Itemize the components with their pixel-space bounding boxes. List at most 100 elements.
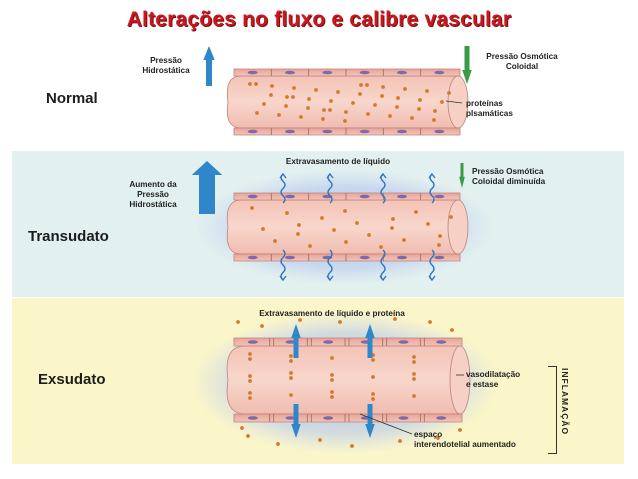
endothelial-nucleus [359,70,370,75]
normal-hydrostatic-label: Pressão Hidrostática [134,56,198,76]
plasma-protein [344,110,348,114]
plasma-protein [410,116,414,120]
plasma-protein [366,112,370,116]
plasma-protein [332,228,336,232]
text-line: Pressão Osmótica [486,52,558,61]
plasma-protein [438,234,442,238]
inflammation-bracket [548,366,557,454]
endothelial-nucleus [398,416,409,420]
plasma-protein [391,217,395,221]
plasma-protein [367,233,371,237]
transudato-hydrostatic-label: Aumento da Pressão Hidrostática [116,180,190,210]
vessel-lumen [226,199,459,255]
plasma-protein [284,104,288,108]
endothelial-nucleus [323,340,334,344]
wavy-arrow-icon [279,172,287,179]
interendothelial-label: espaço interendotelial aumentado [414,430,544,450]
plasma-protein [289,359,293,363]
escaped-protein [260,324,264,328]
plasma-protein [432,118,436,122]
escaped-protein [236,320,240,324]
plasma-protein [289,354,293,358]
vessel-lumen [226,345,461,415]
plasma-protein [365,83,369,87]
wavy-arrow-icon [428,172,436,179]
endothelial-nucleus [359,194,370,199]
endothelial-nucleus [359,255,370,260]
escaped-protein [240,426,244,430]
plasma-protein [248,374,252,378]
plasma-protein [390,226,394,230]
endothelial-nucleus [397,129,407,134]
escaped-protein [428,320,432,324]
plasma-protein [396,96,400,100]
text-line: vasodilatação [466,370,521,379]
plasma-protein [250,206,254,210]
plasma-protein [262,102,266,106]
plasma-protein [417,107,421,111]
plasma-protein [248,391,252,395]
endothelial-nucleus [285,129,295,134]
text-line: Pressão [137,190,169,199]
text-line: Aumento da [129,180,177,189]
plasma-protein [308,244,312,248]
text-line: proteínas [466,99,503,108]
plasma-protein [358,92,362,96]
page-title: Alterações no fluxo e calibre vascular [126,8,512,31]
up-arrow-icon [191,161,223,214]
down-arrow-icon [462,46,472,84]
endothelial-nucleus [247,70,258,75]
plasma-protein [343,119,347,123]
vessel-lumen [226,75,459,129]
vessel-wall-top [233,68,461,77]
plasma-protein [437,243,441,247]
plasma-protein [248,82,252,86]
plasma-protein [371,358,375,362]
plasma-protein [414,210,418,214]
wavy-arrow-icon [280,173,286,204]
plasma-protein [329,99,333,103]
text-line: espaço [414,430,443,439]
vessel-wall-bottom [233,253,461,262]
endothelial-nucleus [397,255,407,260]
plasma-protein [402,238,406,242]
vessel-wall-top [233,337,463,347]
vessel-opening [447,199,469,255]
wavy-arrow-icon [380,249,386,281]
plasma-protein [307,97,311,101]
plasma-protein [355,221,359,225]
plasma-protein [336,90,340,94]
plasma-protein [248,352,252,356]
plasma-protein [395,105,399,109]
endothelial-nucleus [359,129,370,134]
text-line: Coloidal diminuída [472,177,546,186]
plasma-protein [248,357,252,361]
wavy-arrow-icon [379,275,387,282]
endothelial-nucleus [247,129,258,134]
wavy-arrow-icon [280,249,286,281]
plasma-protein [388,114,392,118]
escaped-protein [350,444,354,448]
up-arrow-icon [203,46,215,86]
endothelial-nucleus [436,340,447,344]
endothelial-nucleus [285,340,296,344]
plasma-protein [343,209,347,213]
vessel-wall-bottom [233,127,461,136]
vessel-exsudato [226,317,471,448]
up-arrow-icon [365,324,375,358]
plasma-protein [371,375,375,379]
pointer-line [445,100,463,104]
wavy-arrow-icon [326,275,334,282]
plasma-protein [447,91,451,95]
plasma-protein [289,376,293,380]
endothelial-nucleus [285,255,295,260]
endothelial-nucleus [247,194,258,199]
plasma-protein [269,93,273,97]
plasma-protein [296,232,300,236]
plasma-protein [371,392,375,396]
label-exsudato: Exsudato [38,371,106,388]
plasma-protein [299,115,303,119]
endothelial-nucleus [322,70,333,75]
plasma-protein [380,94,384,98]
